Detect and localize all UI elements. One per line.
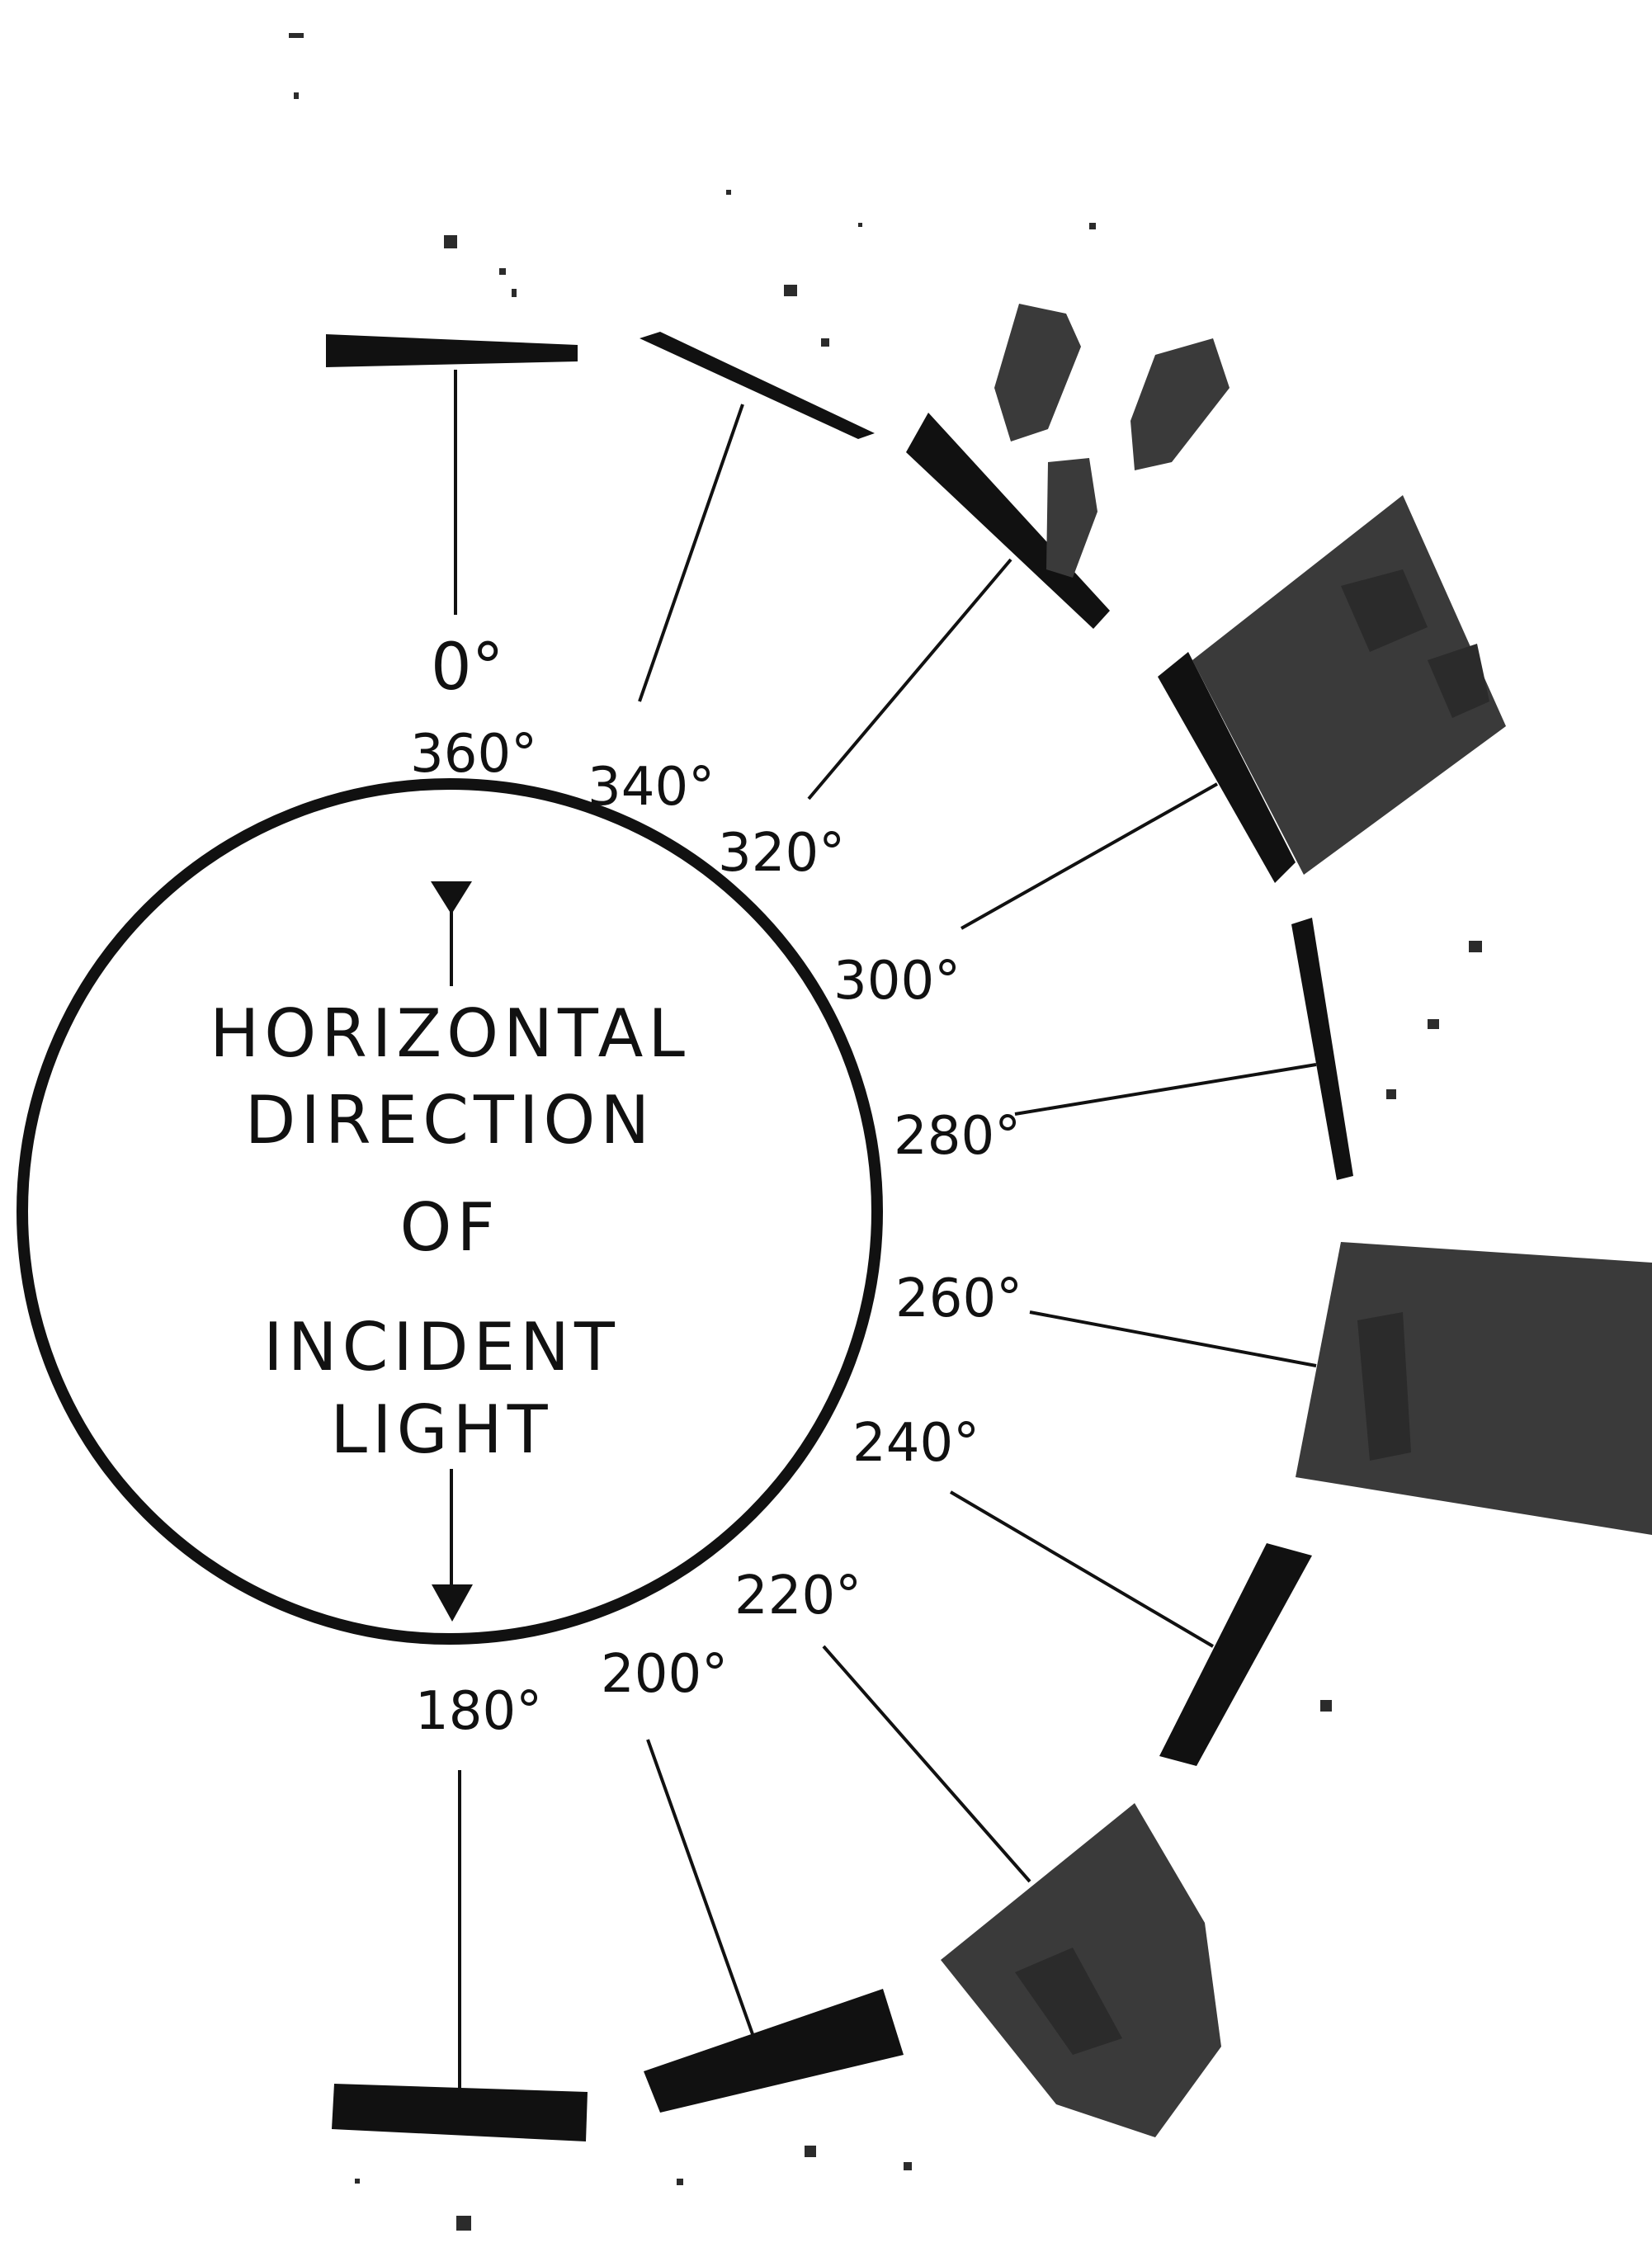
- caption-line-4: INCIDENT: [263, 1309, 620, 1386]
- caption-line-5: LIGHT: [330, 1391, 552, 1468]
- sample-280: [1291, 918, 1482, 1180]
- leader-240: [949, 1490, 1215, 1648]
- angle-label-240: 240°: [852, 1413, 979, 1474]
- angle-label-260: 260°: [895, 1268, 1022, 1329]
- leader-300: [961, 782, 1218, 930]
- leader-220: [822, 1645, 1031, 1883]
- arrow-tail-marker: [431, 881, 472, 914]
- center-caption: HORIZONTAL DIRECTION OF INCIDENT LIGHT: [210, 995, 690, 1468]
- sample-320: [906, 223, 1230, 629]
- sample-220: [941, 1803, 1221, 2137]
- sample-images: [326, 190, 1652, 2231]
- sample-300: [1158, 495, 1506, 883]
- sample-240: [1159, 1543, 1332, 1766]
- caption-line-3: OF: [400, 1189, 500, 1266]
- angle-label-320: 320°: [718, 823, 845, 884]
- caption-line-2: DIRECTION: [245, 1082, 654, 1159]
- incident-direction-arrow: [431, 881, 473, 1622]
- leader-320: [807, 558, 1012, 800]
- leader-200: [646, 1739, 754, 2035]
- leader-260: [1029, 1310, 1317, 1367]
- angle-label-180: 180°: [415, 1681, 542, 1742]
- angle-label-340: 340°: [588, 757, 715, 818]
- angle-labels: 0° 360° 340° 320° 300° 280° 260° 240° 22…: [410, 630, 1022, 1742]
- angle-label-200: 200°: [601, 1644, 728, 1705]
- leader-lines: [454, 370, 1317, 2092]
- angle-label-300: 300°: [833, 951, 961, 1012]
- angle-label-220: 220°: [734, 1565, 861, 1627]
- sample-340: [640, 190, 875, 439]
- sample-0: [326, 235, 578, 367]
- leader-280: [1014, 1063, 1317, 1116]
- angle-label-0: 0°: [431, 630, 504, 705]
- sample-180: [332, 2084, 588, 2231]
- caption-line-1: HORIZONTAL: [210, 995, 690, 1072]
- arrow-head: [432, 1584, 473, 1622]
- sample-260: [1296, 1242, 1652, 1535]
- angle-label-280: 280°: [894, 1106, 1021, 1167]
- angle-label-360: 360°: [410, 724, 537, 785]
- leader-340: [638, 404, 744, 702]
- sample-200: [644, 1989, 912, 2185]
- direction-circle: [17, 778, 883, 1645]
- scan-specks: [289, 33, 304, 99]
